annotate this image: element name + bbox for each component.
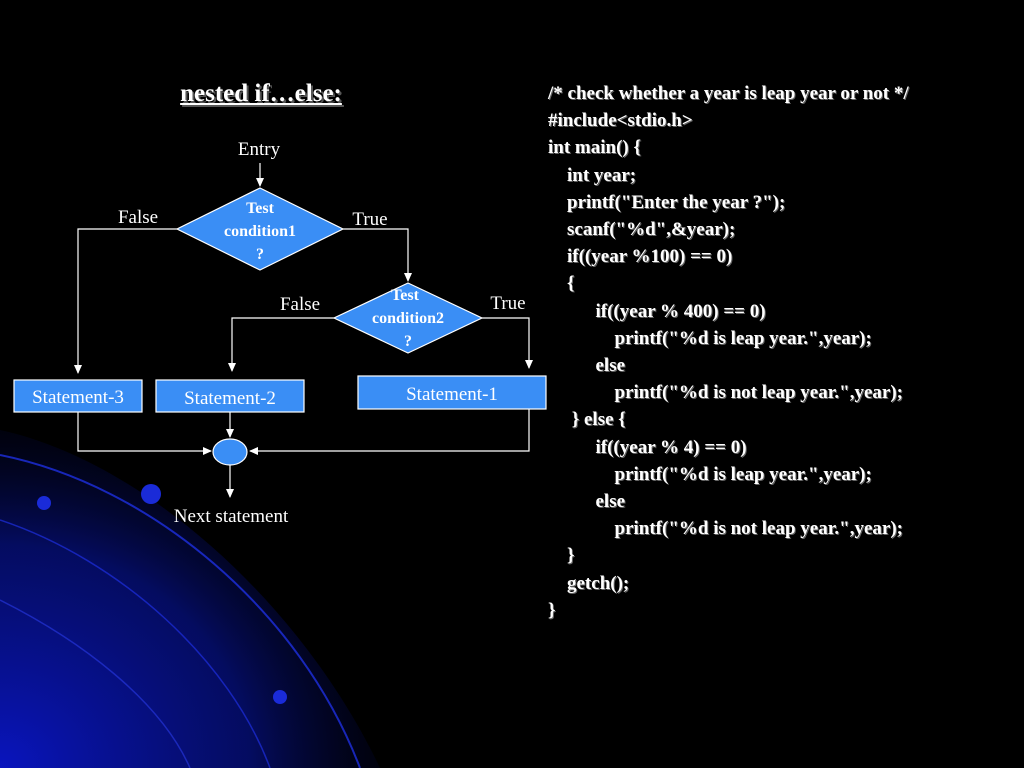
condition1-diamond bbox=[175, 187, 345, 271]
background-dot-2 bbox=[141, 484, 161, 504]
statement2-box bbox=[155, 379, 305, 413]
statement3-label: Statement-3 bbox=[32, 387, 124, 408]
condition2-true-label: True bbox=[490, 293, 525, 314]
condition2-false-label: False bbox=[280, 294, 320, 315]
code-line-3: int main() { bbox=[548, 137, 641, 159]
entry-label: Entry bbox=[238, 139, 281, 160]
next-statement-label: Next statement bbox=[174, 506, 289, 527]
background-dot-1 bbox=[37, 496, 51, 510]
background-curve-3 bbox=[0, 599, 191, 768]
condition2-true-path bbox=[482, 317, 533, 369]
condition1-line-1: Test bbox=[246, 200, 275, 217]
code-line-17: printf("%d is not leap year.",year); bbox=[548, 518, 903, 540]
statement3-box bbox=[13, 379, 143, 413]
condition2-line-2: condition2 bbox=[372, 310, 444, 327]
slide-title: nested if…else: bbox=[180, 80, 342, 107]
condition2-false-path bbox=[228, 317, 334, 372]
code-line-1: /* check whether a year is leap year or … bbox=[548, 83, 909, 104]
merge-connector bbox=[212, 438, 248, 466]
condition2-diamond bbox=[332, 282, 484, 354]
statement1-label: Statement-1 bbox=[406, 384, 498, 405]
condition1-true-path bbox=[343, 228, 412, 282]
code-line-8: { bbox=[548, 273, 575, 295]
background-glow bbox=[0, 430, 380, 768]
code-line-14: if((year % 4) == 0) bbox=[548, 436, 747, 458]
code-line-11: else bbox=[548, 355, 626, 377]
condition2-line-3: ? bbox=[404, 333, 412, 350]
code-line-6: scanf("%d",&year); bbox=[548, 219, 736, 241]
code-line-7: if((year %100) == 0) bbox=[548, 246, 733, 268]
condition1-false-label: False bbox=[118, 207, 158, 228]
condition1-true-label: True bbox=[352, 209, 387, 230]
code-line-10: printf("%d is leap year.",year); bbox=[548, 327, 872, 349]
code-line-15: printf("%d is leap year.",year); bbox=[548, 463, 872, 485]
condition2-line-1: Test bbox=[391, 287, 420, 304]
statement2-label: Statement-2 bbox=[184, 388, 276, 409]
code-line-13: } else { bbox=[548, 409, 626, 431]
statement1-box bbox=[357, 375, 547, 410]
code-line-4: int year; bbox=[548, 164, 637, 186]
condition1-line-2: condition1 bbox=[224, 223, 296, 240]
condition1-false-path bbox=[74, 228, 177, 374]
code-line-12: printf("%d is not leap year.",year); bbox=[548, 382, 903, 404]
code-line-5: printf("Enter the year ?"); bbox=[548, 191, 786, 213]
code-line-20: } bbox=[548, 599, 556, 621]
background-dot-3 bbox=[273, 690, 287, 704]
statement3-merge-path bbox=[77, 412, 212, 455]
code-line-19: getch(); bbox=[548, 572, 630, 594]
background-curve-2 bbox=[0, 519, 271, 768]
code-line-16: else bbox=[548, 491, 626, 513]
condition1-line-3: ? bbox=[256, 246, 264, 263]
statement1-merge-path bbox=[249, 409, 530, 455]
code-line-2: #include<stdio.h> bbox=[548, 110, 693, 132]
code-line-18: } bbox=[548, 545, 575, 567]
background-curve-1 bbox=[0, 454, 361, 768]
code-listing: /* check whether a year is leap year or … bbox=[548, 80, 909, 624]
code-line-9: if((year % 400) == 0) bbox=[548, 300, 766, 322]
